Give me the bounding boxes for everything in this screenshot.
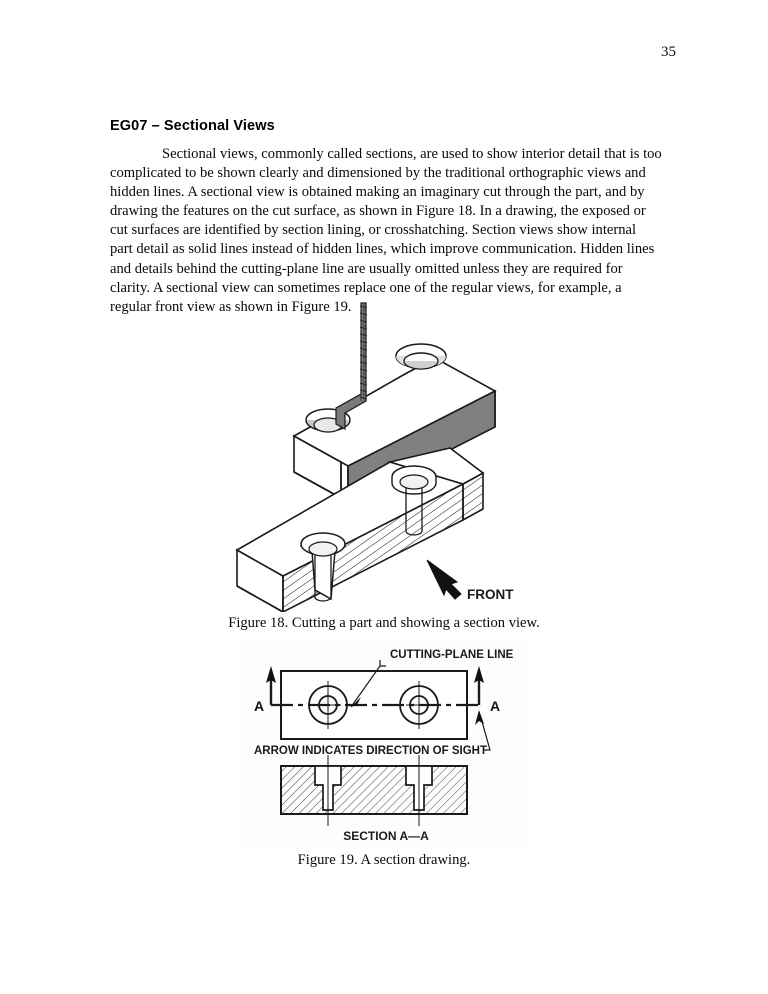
section-counterbore-right xyxy=(391,465,437,536)
page-number: 35 xyxy=(661,44,676,60)
figure-18-illustration: FRONT xyxy=(215,296,535,612)
section-title-label: SECTION A—A xyxy=(343,829,429,843)
section-label-left: A xyxy=(254,698,264,714)
section-view-hatched-body xyxy=(280,765,468,815)
upper-block-bottom-left xyxy=(293,471,342,499)
lower-block-bottom-edge xyxy=(236,585,284,612)
sight-arrow-right xyxy=(474,666,484,705)
direction-of-sight-leader xyxy=(475,710,491,751)
figure-18-caption: Figure 18. Cutting a part and showing a … xyxy=(228,615,540,631)
section-counterbore-cut-left xyxy=(314,755,342,826)
body-paragraph: Sectional views, commonly called section… xyxy=(110,146,662,315)
cutting-plane-line-label: CUTTING-PLANE LINE xyxy=(390,649,514,661)
section-counterbore-cut-right xyxy=(405,755,433,826)
counterbore-hole-right xyxy=(395,343,447,370)
page-title: EG07 – Sectional Views xyxy=(110,118,275,134)
top-view: A A xyxy=(254,666,500,740)
section-view xyxy=(280,755,468,826)
saw-blade xyxy=(335,302,368,431)
figure-19-caption: Figure 19. A section drawing. xyxy=(297,852,471,868)
direction-of-sight-label: ARROW INDICATES DIRECTION OF SIGHT xyxy=(254,745,487,757)
section-counterbore-left xyxy=(300,532,346,602)
lower-block-right-top xyxy=(386,447,485,485)
front-label: FRONT xyxy=(467,587,514,602)
sight-arrow-left xyxy=(266,666,276,705)
section-label-right: A xyxy=(490,698,500,714)
lower-block-sectioned xyxy=(235,447,485,612)
cutting-plane-line-leader xyxy=(350,660,386,708)
figure-19-illustration: A A CUTTING-PLANE LINE ARROW INDIC xyxy=(243,640,529,848)
front-direction-arrow xyxy=(426,559,462,600)
